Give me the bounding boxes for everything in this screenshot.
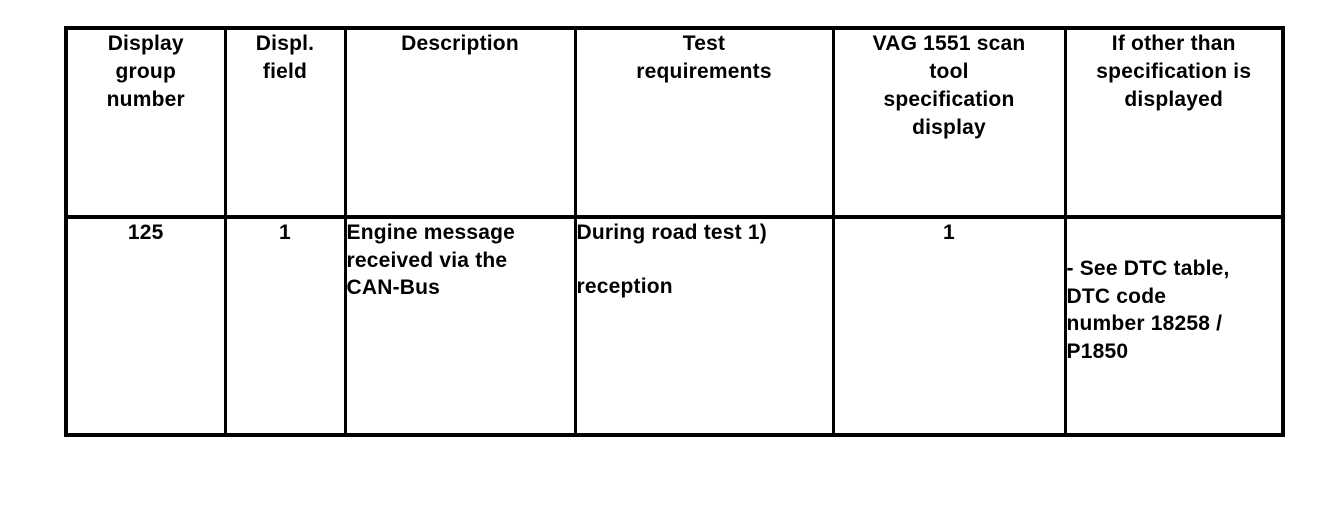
column-header-description: Description <box>345 30 577 219</box>
table-grid: Display group number Displ. field Descri… <box>68 30 1281 433</box>
table-row: 125 1 Engine message received via the CA… <box>68 217 1281 433</box>
column-header-display-group-number: Display group number <box>68 30 227 219</box>
column-header-vag-1551-specification-display: VAG 1551 scan tool specification display <box>833 30 1067 219</box>
specification-table: Display group number Displ. field Descri… <box>64 26 1285 437</box>
cell-display-group-number: 125 <box>68 217 227 433</box>
cell-vag-1551-specification-display: 1 <box>833 217 1067 433</box>
column-header-if-other-than-specification-displayed: If other than specification is displayed <box>1065 30 1281 219</box>
cell-test-requirements: During road test 1) reception <box>575 217 835 433</box>
cell-description: Engine message received via the CAN-Bus <box>345 217 577 433</box>
table-header-row: Display group number Displ. field Descri… <box>68 30 1281 219</box>
cell-if-other-than-specification-displayed: - See DTC table, DTC code number 18258 /… <box>1065 217 1281 433</box>
test-requirements-secondary-text: reception <box>576 274 673 298</box>
column-header-displ-field: Displ. field <box>225 30 347 219</box>
column-header-test-requirements: Test requirements <box>575 30 835 219</box>
test-requirements-primary-text: During road test 1) <box>576 221 767 244</box>
cell-displ-field: 1 <box>225 217 347 433</box>
